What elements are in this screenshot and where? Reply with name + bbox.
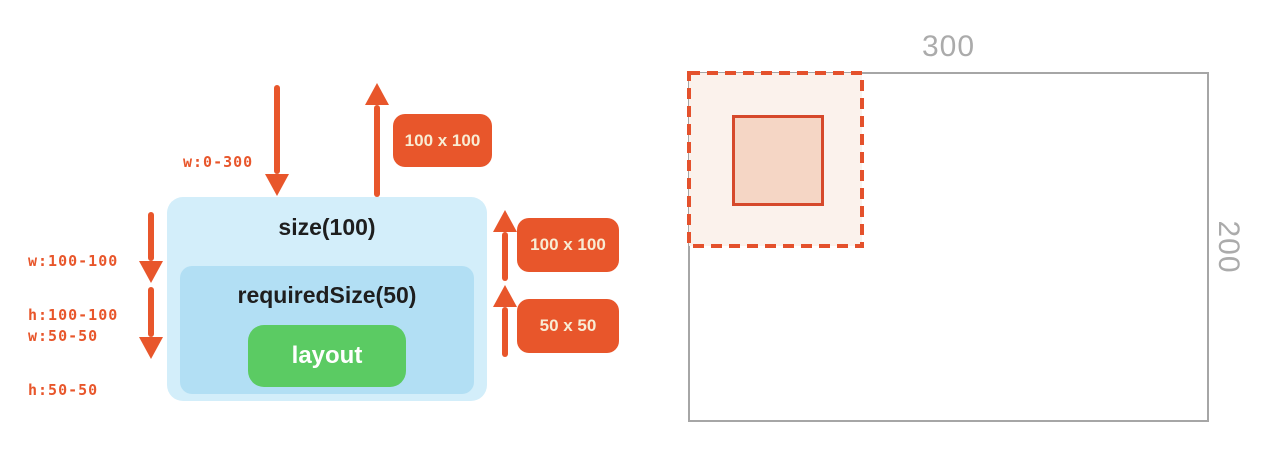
required-size-constraints-label: w:50-50 h:50-50 (28, 291, 98, 435)
arrow-shaft (374, 105, 380, 197)
arrow-head (493, 210, 517, 232)
required-size-filled-rect (732, 115, 824, 206)
incoming-constraints-down-arrow-icon (265, 85, 289, 196)
size-constraints-width: w:100-100 (28, 252, 119, 270)
required-size-constraints-width: w:50-50 (28, 327, 99, 345)
measured-size-up-arrow-icon (365, 83, 389, 197)
measured-size-badge-bottom: 50 x 50 (517, 299, 619, 353)
required-measured-up-arrow-icon (493, 285, 517, 357)
required-size-modifier-label: requiredSize(50) (237, 282, 417, 308)
incoming-constraints-width: w:0-300 (183, 153, 254, 171)
measured-size-badge-top: 100 x 100 (393, 114, 492, 167)
arrow-head (365, 83, 389, 105)
height-dimension-label: 200 (1212, 220, 1245, 274)
measured-size-badge-mid: 100 x 100 (517, 218, 619, 272)
arrow-shaft (502, 232, 508, 281)
arrow-shaft (148, 287, 154, 337)
arrow-shaft (148, 212, 154, 261)
size-modifier-label: size(100) (278, 214, 376, 240)
arrow-head (139, 261, 163, 283)
layout-node-label: layout (291, 342, 363, 369)
arrow-head (265, 174, 289, 196)
arrow-head (493, 285, 517, 307)
arrow-shaft (502, 307, 508, 357)
width-dimension-label: 300 (921, 30, 976, 63)
size-constraints-down-arrow-icon (139, 212, 163, 283)
required-size-constraints-down-arrow-icon (139, 287, 163, 359)
required-size-constraints-height: h:50-50 (28, 381, 99, 399)
arrow-head (139, 337, 163, 359)
size-measured-up-arrow-icon (493, 210, 517, 281)
size-constraints-height: h:100-100 (28, 306, 119, 324)
arrow-shaft (274, 85, 280, 174)
size-constraints-label: w:100-100 h:100-100 (28, 216, 118, 360)
layout-node-box: layout (248, 325, 406, 387)
